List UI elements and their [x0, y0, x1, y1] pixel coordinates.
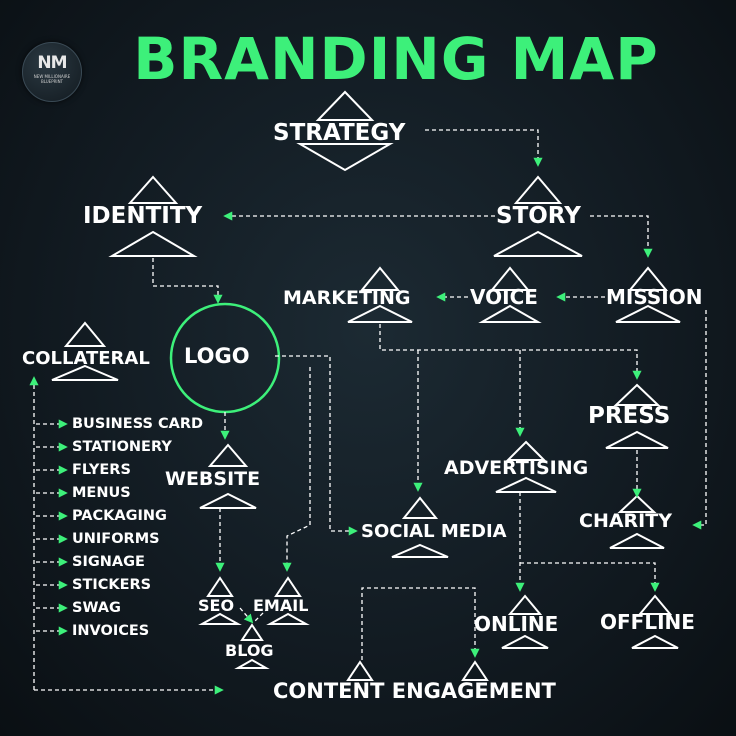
brand-mark: NM: [37, 53, 67, 73]
offline-triangle: [637, 594, 673, 615]
brand-logo: NM NEW MILLIONAIRE BLUEPRINT: [22, 42, 82, 102]
node-triangles: [51, 90, 681, 681]
mission-triangle-lower: [615, 304, 681, 323]
marketing-to-press-connector: [379, 324, 642, 380]
website-triangle: [207, 443, 249, 467]
collateral-triangle-lower: [51, 364, 119, 381]
charity-triangle-lower: [609, 532, 665, 549]
collateral-item: STICKERS: [72, 577, 152, 593]
content-to-engagement-connector: [361, 587, 480, 660]
identity-triangle: [127, 175, 179, 204]
marketing-triangle-lower: [347, 304, 413, 323]
email-triangle-lower: [266, 612, 310, 625]
node-identity: IDENTITY: [83, 203, 203, 229]
node-blog: BLOG: [225, 641, 274, 660]
node-story: STORY: [496, 203, 581, 229]
engagement-triangle: [461, 660, 489, 681]
node-seo: SEO: [198, 596, 235, 615]
node-charity: CHARITY: [579, 510, 672, 532]
story-to-mission-connector: [590, 215, 653, 258]
strategy-triangle-inverted: [296, 143, 394, 172]
advertising-triangle: [505, 440, 547, 461]
content-triangle: [346, 660, 374, 681]
social-media-triangle: [401, 496, 439, 519]
charity-triangle: [617, 494, 657, 513]
marketing-triangle: [359, 266, 401, 291]
voice-triangle-lower: [478, 304, 542, 323]
advertising-triangle-lower: [495, 476, 557, 493]
email-to-blog-connector: [253, 607, 269, 623]
strategy-to-story-connector: [425, 129, 543, 167]
logo-to-email-connector: [282, 367, 311, 572]
node-content-engagement: CONTENT ENGAGEMENT: [273, 679, 556, 703]
connectors: [29, 129, 707, 695]
collateral-item: SWAG: [72, 600, 121, 616]
voice-triangle: [489, 266, 531, 291]
node-voice: VOICE: [470, 285, 538, 309]
mission-triangle: [627, 266, 669, 291]
node-website: WEBSITE: [165, 468, 261, 490]
strategy-triangle: [315, 90, 375, 121]
website-triangle-lower: [199, 492, 257, 509]
online-triangle-lower: [501, 634, 549, 649]
node-logo: LOGO: [184, 344, 250, 368]
email-triangle: [274, 576, 302, 597]
identity-to-logo-connector: [152, 258, 223, 304]
collateral-item: MENUS: [72, 485, 131, 501]
collateral-item: BUSINESS CARD: [72, 416, 204, 432]
page-title: BRANDING MAP: [133, 25, 659, 93]
blog-triangle: [240, 623, 264, 641]
story-triangle-lower: [493, 230, 583, 257]
collateral-item: STATIONERY: [72, 439, 172, 455]
seo-email-to-blog-connector: [239, 607, 254, 624]
seo-triangle: [206, 576, 234, 597]
online-triangle: [507, 594, 543, 615]
collateral-item: INVOICES: [72, 623, 150, 639]
social-media-triangle-lower: [391, 543, 449, 558]
node-marketing: MARKETING: [283, 287, 411, 309]
brand-subtext: NEW MILLIONAIRE BLUEPRINT: [33, 74, 71, 84]
collateral-item: SIGNAGE: [72, 554, 145, 570]
offline-triangle-lower: [631, 634, 679, 649]
collateral-item: UNIFORMS: [72, 531, 160, 547]
node-strategy: STRATEGY: [273, 120, 406, 146]
press-triangle: [613, 383, 661, 406]
advertising-to-offline-connector: [520, 562, 660, 592]
node-press: PRESS: [588, 403, 671, 429]
node-offline: OFFLINE: [600, 610, 695, 634]
collateral-item: FLYERS: [72, 462, 131, 478]
blog-triangle-lower: [234, 658, 270, 669]
node-advertising: ADVERTISING: [444, 457, 589, 479]
node-email: EMAIL: [253, 596, 309, 615]
collateral-triangle: [63, 321, 107, 347]
node-collateral: COLLATERAL: [22, 348, 150, 369]
node-online: ONLINE: [474, 612, 559, 636]
seo-triangle-lower: [198, 612, 242, 625]
story-triangle: [513, 175, 563, 204]
logo-to-social-connector: [275, 355, 358, 536]
node-mission: MISSION: [606, 285, 703, 309]
collateral-item: PACKAGING: [72, 508, 167, 524]
mission-to-charity-connector: [692, 310, 707, 530]
press-triangle-lower: [605, 430, 669, 449]
node-social-media: SOCIAL MEDIA: [361, 521, 507, 542]
identity-triangle-lower: [108, 230, 198, 257]
